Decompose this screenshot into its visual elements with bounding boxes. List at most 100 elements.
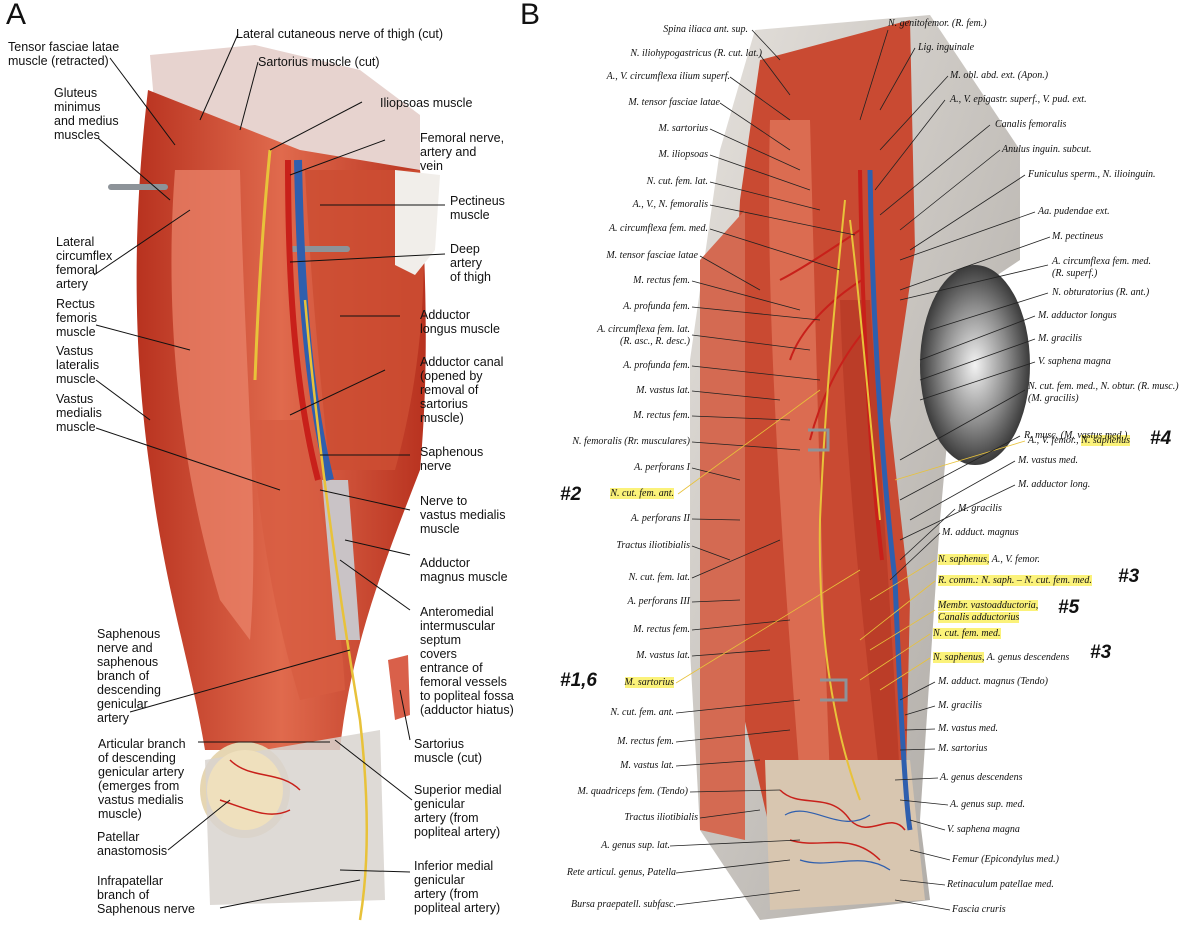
rectus-femoris-a	[171, 170, 254, 640]
femoral-vein-a	[294, 159, 334, 481]
highlight-sartorius: M. sartorius	[624, 677, 674, 688]
label-b-rectus-fem-2: M. rectus fem.	[633, 410, 690, 421]
label-gluteus: Gluteus minimus and medius muscles	[54, 86, 119, 142]
rete-veins-b	[784, 810, 891, 871]
text-av-femor: A., V. femor.,	[1028, 435, 1079, 446]
rete-genus-b	[779, 789, 906, 861]
label-b-femor-saphenus-4: A., V. femor., N. saphenus	[1028, 435, 1131, 447]
label-pectineus: Pectineus muscle	[450, 194, 505, 222]
label-b-genus-descendens: A. genus descendens	[940, 772, 1023, 783]
retractor-hook-1-b	[808, 428, 830, 452]
label-vastus-medialis: Vastus medialis muscle	[56, 392, 102, 434]
label-b-circumflexa-ilium: A., V. circumflexa ilium superf.	[606, 71, 730, 82]
label-b-iliohypogastricus: N. iliohypogastricus (R. cut. lat.)	[630, 48, 762, 59]
label-b-perforans-2: A. perforans II	[630, 513, 690, 524]
censored-region-b	[920, 265, 1030, 465]
label-b-rectus-fem-1: M. rectus fem.	[633, 275, 690, 286]
label-b-cut-fem-ant-2: N. cut. fem. ant.	[610, 707, 674, 718]
label-b-pectineus: M. pectineus	[1052, 231, 1104, 242]
label-b-vastus-lat-1: M. vastus lat.	[636, 385, 690, 396]
label-b-cut-fem-lat-2: N. cut. fem. lat.	[628, 572, 690, 583]
label-b-vastus-med-1: M. vastus med.	[1018, 455, 1078, 466]
label-inferior-medial-genicular: Inferior medial genicular artery (from p…	[414, 859, 501, 915]
label-b-saphena-magna-1: V. saphena magna	[1038, 356, 1111, 367]
label-b-r-musc-vastus-med: R. musc. (M. vastus med.)	[1024, 430, 1128, 441]
label-b-femoralis-musculares: N. femoralis (Rr. musculares)	[572, 436, 690, 447]
label-infrapatellar-branch: Infrapatellar branch of Saphenous nerve	[97, 874, 195, 916]
vastus-medialis-a	[250, 420, 345, 700]
skin-flap-left-b	[700, 210, 745, 840]
label-b-profunda-fem-1: A. profunda fem.	[623, 301, 690, 312]
label-b-cut-fem-med: N. cut. fem. med.	[933, 628, 1001, 640]
panel-a-drawing	[93, 33, 446, 921]
panel-b-drawing	[669, 15, 1051, 920]
label-b-sartorius-1: M. sartorius	[658, 123, 708, 134]
muscle-highlight2-b	[840, 300, 900, 780]
label-adductor-longus: Adductor longus muscle	[420, 308, 500, 336]
label-b-cut-fem-ant-1: N. cut. fem. ant.	[610, 488, 674, 500]
label-b-circumflexa-fem-lat: A. circumflexa fem. lat. (R. asc., R. de…	[597, 324, 690, 347]
label-b-r-comm: R. comm.: N. saph. – N. cut. fem. med.	[938, 575, 1092, 587]
label-deep-artery: Deep artery of thigh	[450, 242, 492, 284]
label-b-vastus-lat-3: M. vastus lat.	[620, 760, 674, 771]
label-nerve-to-vastus-medialis: Nerve to vastus medialis muscle	[420, 494, 506, 536]
label-b-bursa-praepatell: Bursa praepatell. subfasc.	[571, 899, 676, 910]
text-av-femor-2: A., V. femor.	[991, 554, 1040, 565]
tag-3-upper: #3	[1118, 566, 1140, 587]
label-iliopsoas: Iliopsoas muscle	[380, 96, 473, 110]
panel-letter-b: B	[520, 0, 541, 31]
label-b-cut-fem-med-obtur: N. cut. fem. med., N. obtur. (R. musc.) …	[1028, 381, 1179, 404]
label-sartorius-cut-bottom: Sartorius muscle (cut)	[414, 737, 483, 765]
label-b-tractus-iliotibialis-2: Tractus iliotibialis	[624, 812, 698, 823]
label-b-tractus-iliotibialis-1: Tractus iliotibialis	[616, 540, 690, 551]
label-b-fascia-cruris: Fascia cruris	[952, 904, 1006, 915]
label-b-gracilis-3: M. gracilis	[938, 700, 982, 711]
label-saphenous-nerve: Saphenous nerve	[420, 445, 484, 473]
label-adductor-magnus: Adductor magnus muscle	[420, 556, 508, 584]
femoral-nerve-a	[253, 149, 272, 381]
highlight-saphenus-4: N. saphenus	[1081, 435, 1131, 446]
tag-1-6: #1,6	[560, 670, 597, 691]
tag-5: #5	[1058, 597, 1080, 618]
label-rectus-femoris: Rectus femoris muscle	[56, 297, 97, 339]
highlight-saphenus-femor: N. saphenus,	[938, 554, 990, 565]
label-b-vastus-med-2: M. vastus med.	[938, 723, 998, 734]
femoral-artery-a	[285, 159, 321, 481]
label-b-obl-abd-ext: M. obl. abd. ext. (Apon.)	[950, 70, 1049, 81]
saphenous-nerve-a	[303, 299, 369, 921]
label-b-profunda-fem-2: A. profunda fem.	[623, 360, 690, 371]
label-b-gracilis-2: M. gracilis	[958, 503, 1002, 514]
label-b-tensor-fasciae-latae-2: M. tensor fasciae latae	[606, 250, 698, 261]
label-b-adduct-magnus: M. adduct. magnus	[942, 527, 1019, 538]
label-b-lig-inguinale: Lig. inguinale	[918, 42, 975, 53]
tag-3-lower: #3	[1090, 642, 1112, 663]
label-tensor-fasciae-latae: Tensor fasciae latae muscle (retracted)	[8, 40, 120, 68]
label-sartorius-cut-top: Sartorius muscle (cut)	[258, 55, 380, 69]
label-b-sartorius-3: M. sartorius	[938, 743, 988, 754]
label-b-sartorius-2: M. sartorius	[624, 677, 674, 689]
label-b-anulus-inguin: Anulus inguin. subcut.	[1002, 144, 1092, 155]
label-adductor-canal: Adductor canal (opened by removal of sar…	[420, 355, 504, 425]
nerves-b	[818, 199, 881, 801]
label-b-spina-iliaca: Spina iliaca ant. sup.	[663, 24, 748, 35]
label-b-rectus-fem-3: M. rectus fem.	[633, 624, 690, 635]
panel-b-left-leaders	[669, 29, 861, 906]
label-b-iliopsoas: M. iliopsoas	[658, 149, 708, 160]
tag-2: #2	[560, 484, 582, 505]
highlight-cut-fem-med: N. cut. fem. med.	[933, 628, 1001, 639]
label-b-saphenus-genus: N. saphenus, A. genus descendens	[933, 652, 1069, 664]
label-femoral-nerve-artery-vein: Femoral nerve, artery and vein	[420, 131, 505, 173]
label-lateral-circumflex: Lateral circumflex femoral artery	[56, 235, 113, 291]
genicular-artery-a	[219, 759, 301, 815]
label-b-adductor-longus: M. adductor longus	[1038, 310, 1117, 321]
label-b-quadriceps-tendo: M. quadriceps fem. (Tendo)	[577, 786, 688, 797]
label-b-cut-fem-lat-1: N. cut. fem. lat.	[646, 176, 708, 187]
label-b-funiculus-sperm: Funiculus sperm., N. ilioinguin.	[1028, 169, 1156, 180]
label-b-perforans-3: A. perforans III	[627, 596, 691, 607]
label-articular-branch: Articular branch of descending genicular…	[98, 737, 186, 821]
knee-region-b	[765, 760, 925, 910]
label-b-circumflexa-fem-med: A. circumflexa fem. med.	[608, 223, 708, 234]
patella-front-a	[207, 750, 283, 830]
label-lateral-cutaneous-nerve: Lateral cutaneous nerve of thigh (cut)	[236, 27, 444, 41]
